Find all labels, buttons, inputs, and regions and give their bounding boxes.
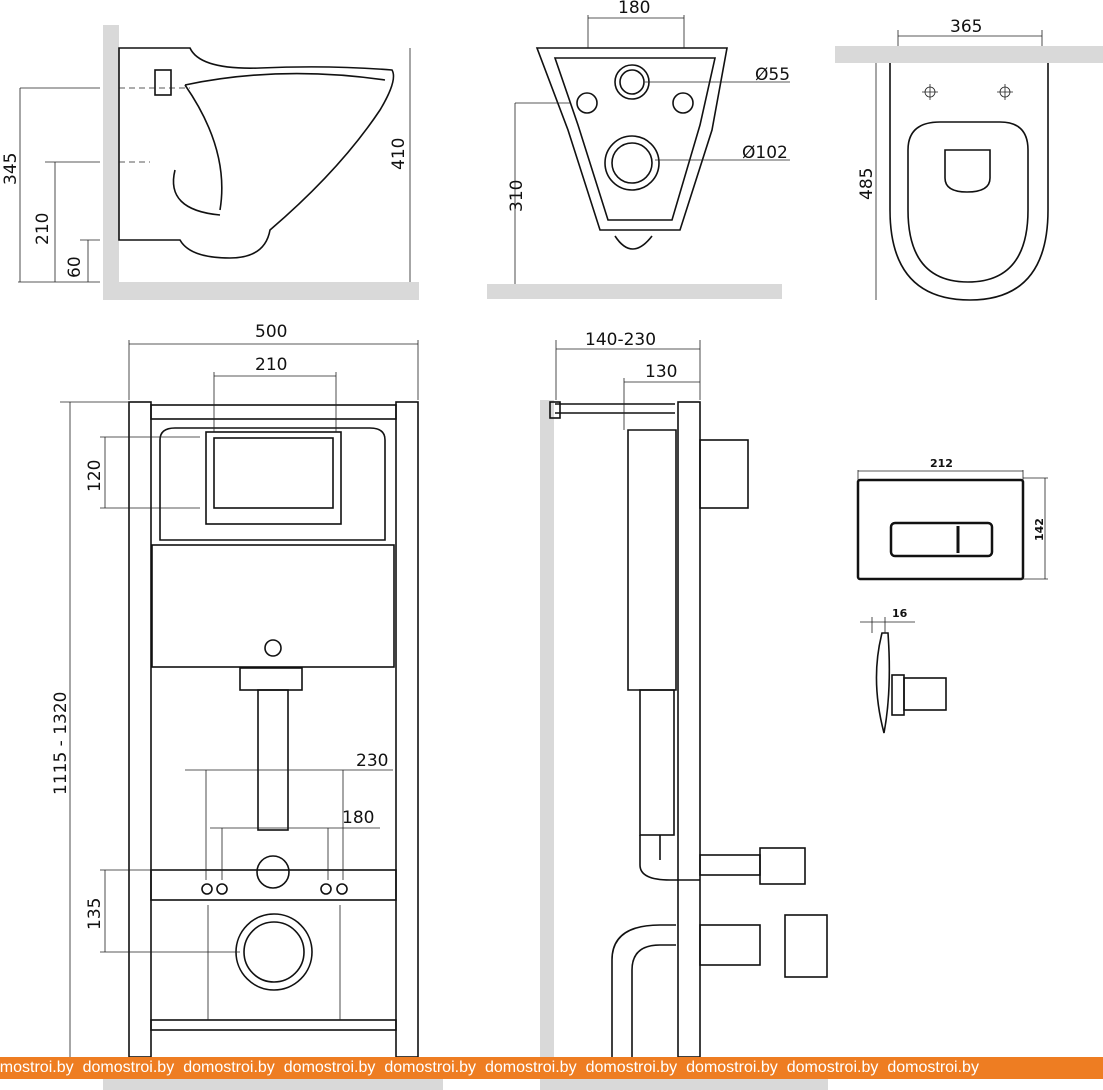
dim-140-230: 140-230 [585, 330, 656, 350]
watermark-text: domostroi.by [585, 1059, 678, 1076]
toilet-side-view: 345 210 60 410 [1, 25, 419, 300]
watermark-text: domostroi.by [82, 1059, 175, 1076]
dim-345: 345 [1, 153, 21, 185]
frame-front-view: 500 210 120 1115 - 1320 230 180 135 [51, 322, 443, 1090]
floor [103, 282, 419, 300]
dim-120: 120 [85, 460, 105, 492]
watermark-text: domostroi.by [384, 1059, 476, 1076]
dim-500: 500 [255, 322, 287, 342]
dim-485: 485 [857, 168, 877, 200]
flush-plate: 212 142 16 [856, 457, 1048, 734]
dim-d55: Ø55 [755, 65, 790, 85]
dim-212: 212 [930, 457, 953, 470]
wall [835, 46, 1103, 63]
watermark-text: domostroi.by [183, 1059, 275, 1076]
dim-310: 310 [507, 180, 527, 212]
toilet-back-view: 180 Ø55 Ø102 310 [487, 0, 790, 299]
watermark-text: domostroi.by [686, 1059, 778, 1076]
dim-365: 365 [950, 17, 982, 37]
dim-d102: Ø102 [742, 143, 788, 163]
dim-210-frame: 210 [255, 355, 287, 375]
watermark-text: domostroi.by [283, 1059, 376, 1076]
dim-180: 180 [618, 0, 650, 18]
dim-60: 60 [65, 256, 85, 278]
dim-410: 410 [389, 138, 409, 170]
dim-16: 16 [892, 607, 908, 620]
dim-230: 230 [356, 751, 388, 771]
watermark-text: domostroi.by [484, 1059, 577, 1076]
watermark-text: domostroi.by [786, 1059, 879, 1076]
frame-side-view: 140-230 130 [540, 330, 828, 1090]
watermark-bar: domostroi.by domostroi.by domostroi.by domo… [0, 1057, 1103, 1079]
dim-180-frame: 180 [342, 808, 374, 828]
floor [487, 284, 782, 299]
dim-142: 142 [1033, 518, 1046, 541]
wall [103, 25, 119, 300]
watermark-text: domostroi.by [887, 1059, 979, 1076]
dim-1115-1320: 1115 - 1320 [51, 692, 71, 795]
dim-210: 210 [33, 213, 53, 245]
dim-135: 135 [85, 898, 105, 930]
dim-130: 130 [645, 362, 677, 382]
toilet-top-view: 365 485 [835, 17, 1103, 301]
watermark-text: domostroi.by [0, 1059, 74, 1076]
